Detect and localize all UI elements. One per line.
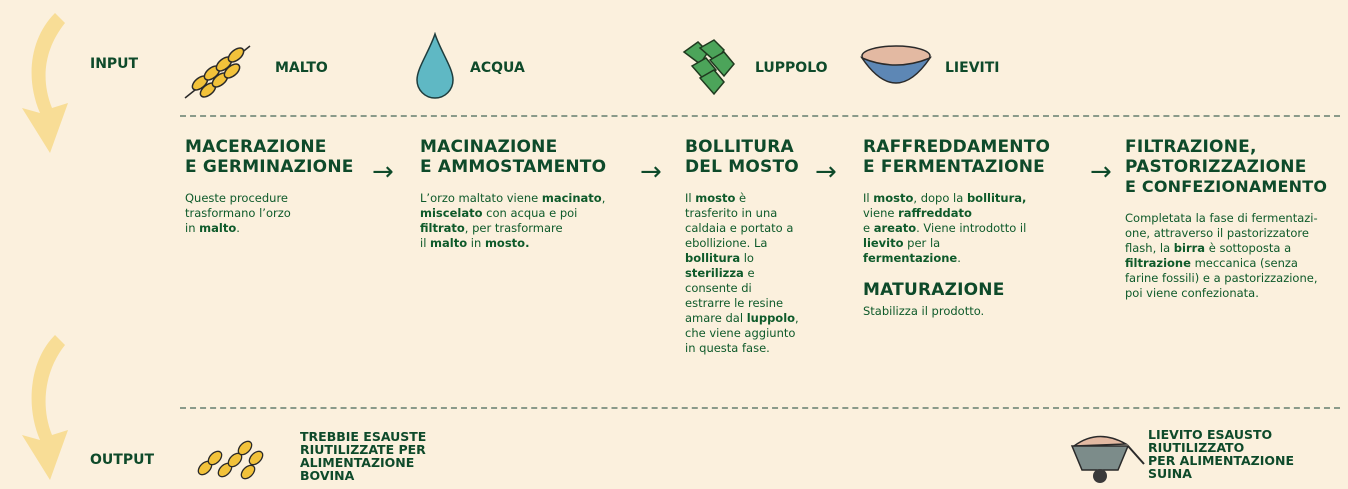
ingredient-label-lieviti: LIEVITI: [945, 60, 1000, 76]
step-title-line1: MACERAZIONE: [185, 137, 327, 157]
maturazione-text: Stabilizza il prodotto.: [863, 304, 985, 318]
arrow-right-icon: →: [1090, 157, 1112, 187]
step-macinazione: MACINAZIONE E AMMOSTAMENTO L’orzo maltat…: [420, 137, 645, 251]
text-line: Completata la fase di fermentazi-: [1125, 211, 1318, 225]
curved-arrow-top-icon: [22, 13, 68, 153]
yeast-bowl-icon: [859, 45, 933, 84]
text-line: Il mosto, dopo la bollitura,: [863, 191, 1027, 205]
text-line: trasferito in una: [685, 206, 778, 220]
text-line: in questa fase.: [685, 341, 770, 355]
step-description: Completata la fase di fermentazi-one, at…: [1125, 211, 1345, 301]
text-line: sterilizza e: [685, 266, 755, 280]
text-line: trasformano l’orzo: [185, 206, 291, 220]
text-line: RIUTILIZZATO: [1148, 440, 1245, 455]
curved-arrow-bottom-icon: [22, 335, 68, 480]
text-line: bollitura lo: [685, 251, 754, 265]
text-line: il malto in mosto.: [420, 236, 530, 250]
step-title-line2: E GERMINAZIONE: [185, 157, 354, 177]
step-title-line1: MACINAZIONE: [420, 137, 558, 157]
step-title-line1: FILTRAZIONE,: [1125, 137, 1257, 157]
text-line: ebollizione. La: [685, 236, 768, 250]
text-line: flash, la birra è sottoposta a: [1125, 241, 1292, 255]
text-line: ALIMENTAZIONE: [300, 455, 415, 470]
step-filtrazione: FILTRAZIONE, PASTORIZZAZIONE E CONFEZION…: [1125, 137, 1345, 301]
text-line: miscelato con acqua e poi: [420, 206, 578, 220]
ingredient-label-acqua: ACQUA: [470, 60, 525, 76]
step-description: Il mosto, dopo la bollitura,viene raffre…: [863, 191, 1063, 266]
step-raffreddamento: RAFFREDDAMENTO E FERMENTAZIONE Il mosto,…: [863, 137, 1063, 319]
water-drop-icon: [416, 32, 454, 99]
step-title-line3: E CONFEZIONAMENTO: [1125, 177, 1328, 196]
step-title-line2: E FERMENTAZIONE: [863, 157, 1045, 177]
text-line: consente di: [685, 281, 752, 295]
text-line: caldaia e portato a: [685, 221, 794, 235]
step-title-line1: RAFFREDDAMENTO: [863, 137, 1051, 157]
wheelbarrow-icon: [1070, 435, 1145, 483]
arrow-right-icon: →: [372, 157, 394, 187]
malt-icon: [184, 45, 251, 99]
step-title-line2: E AMMOSTAMENTO: [420, 157, 607, 177]
text-line: viene raffreddato: [863, 206, 972, 220]
text-line: one, attraverso il pastorizzatore: [1125, 226, 1309, 240]
text-line: lievito per la: [863, 236, 941, 250]
text-line: poi viene confezionata.: [1125, 286, 1259, 300]
ingredient-label-luppolo: LUPPOLO: [755, 60, 828, 76]
text-line: L’orzo maltato viene macinato,: [420, 191, 606, 205]
arrow-right-icon: →: [640, 157, 662, 187]
maturazione-title: MATURAZIONE: [863, 280, 1005, 300]
step-title-line2: DEL MOSTO: [685, 157, 799, 177]
text-line: farine fossili) e a pastorizzazione,: [1125, 271, 1318, 285]
text-line: TREBBIE ESAUSTE: [300, 429, 427, 444]
input-label: INPUT: [90, 56, 139, 72]
top-divider: [180, 115, 1340, 117]
text-line: SUINA: [1148, 466, 1192, 481]
spent-grain-icon: [197, 440, 264, 480]
hops-icon: [682, 39, 735, 96]
text-line: che viene aggiunto: [685, 326, 796, 340]
step-title-line2: PASTORIZZAZIONE: [1125, 157, 1307, 177]
text-line: LIEVITO ESAUSTO: [1148, 427, 1273, 442]
bottom-divider: [180, 407, 1340, 409]
output-label: OUTPUT: [90, 452, 154, 468]
step-macerazione: MACERAZIONE E GERMINAZIONE Queste proced…: [185, 137, 385, 236]
text-line: Queste procedure: [185, 191, 288, 205]
text-line: in malto.: [185, 221, 240, 235]
text-line: fermentazione.: [863, 251, 961, 265]
text-line: PER ALIMENTAZIONE: [1148, 453, 1294, 468]
ingredient-label-malto: MALTO: [275, 60, 328, 76]
arrow-right-icon: →: [815, 157, 837, 187]
step-description: L’orzo maltato viene macinato,miscelato …: [420, 191, 645, 251]
text-line: Il mosto è: [685, 191, 747, 205]
step-title-line1: BOLLITURA: [685, 137, 794, 157]
text-line: e areato. Viene introdotto il: [863, 221, 1027, 235]
text-line: estrarre le resine: [685, 296, 784, 310]
text-line: amare dal luppolo,: [685, 311, 799, 325]
text-line: filtrato, per trasformare: [420, 221, 563, 235]
text-line: filtrazione meccanica (senza: [1125, 256, 1298, 270]
text-line: RIUTILIZZATE PER: [300, 442, 426, 457]
text-line: BOVINA: [300, 468, 355, 483]
